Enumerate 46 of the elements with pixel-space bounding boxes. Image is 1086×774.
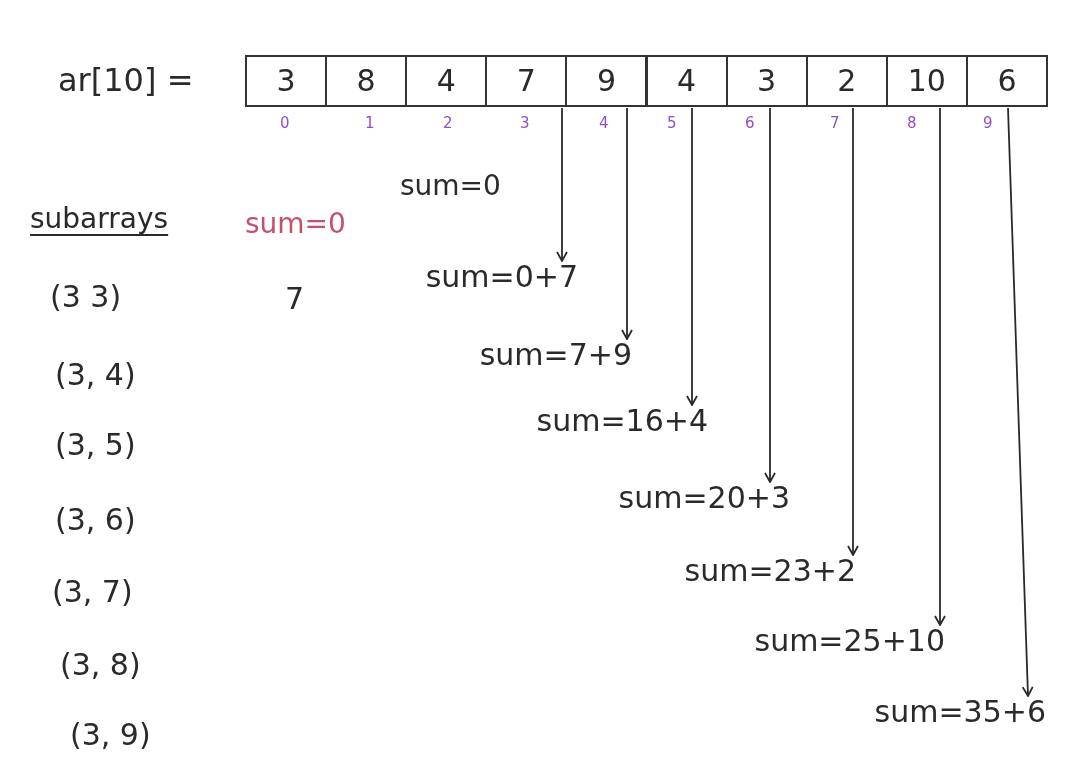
array-cell: 4 [405,55,488,107]
array-cell: 3 [725,55,808,107]
heading: subarrays [30,205,169,233]
arrow [847,107,859,556]
array-cell: 9 [565,55,648,107]
arrow [621,107,633,340]
arrow [1007,107,1034,697]
array-cell: 8 [325,55,408,107]
index-label: 5 [667,116,677,131]
index-label: 8 [907,116,917,131]
sum-expression: sum=25+10 [754,626,945,656]
index-label: 7 [830,116,840,131]
index-label: 0 [280,116,290,131]
array-cell: 2 [805,55,888,107]
sum-expression: sum=7+9 [479,340,632,370]
sum-expression: sum=0+7 [425,262,578,292]
arrow [556,107,568,262]
sum-expression: sum=23+2 [684,556,856,586]
index-pair: (3, 9) [70,720,151,750]
array-cell: 6 [965,55,1048,107]
index-label: 2 [443,116,453,131]
index-label: 6 [745,116,755,131]
arrow [686,107,698,406]
index-pair: (3, 7) [52,577,133,607]
sum-expression: sum=16+4 [536,406,708,436]
index-pair: (3, 6) [55,505,136,535]
sum-text: sum=0 [400,172,501,200]
array-cell: 3 [245,55,328,107]
array-cell: 10 [885,55,968,107]
index-pair: (3 3) [50,282,122,312]
sum-expression: sum=35+6 [874,697,1046,727]
index-label: 3 [520,116,530,131]
index-label: 9 [983,116,993,131]
index-label: 1 [365,116,375,131]
array-cell: 4 [645,55,728,107]
sum-value: 7 [285,284,305,314]
index-label: 4 [599,116,609,131]
array-name: ar[10] = [58,64,194,96]
array-cell: 7 [485,55,568,107]
arrow [764,107,776,483]
index-pair: (3, 8) [60,650,141,680]
index-pair: (3, 4) [55,360,136,390]
sum-text: sum=0 [245,210,346,238]
sum-expression: sum=20+3 [618,483,790,513]
index-pair: (3, 5) [55,430,136,460]
arrow [934,107,946,626]
